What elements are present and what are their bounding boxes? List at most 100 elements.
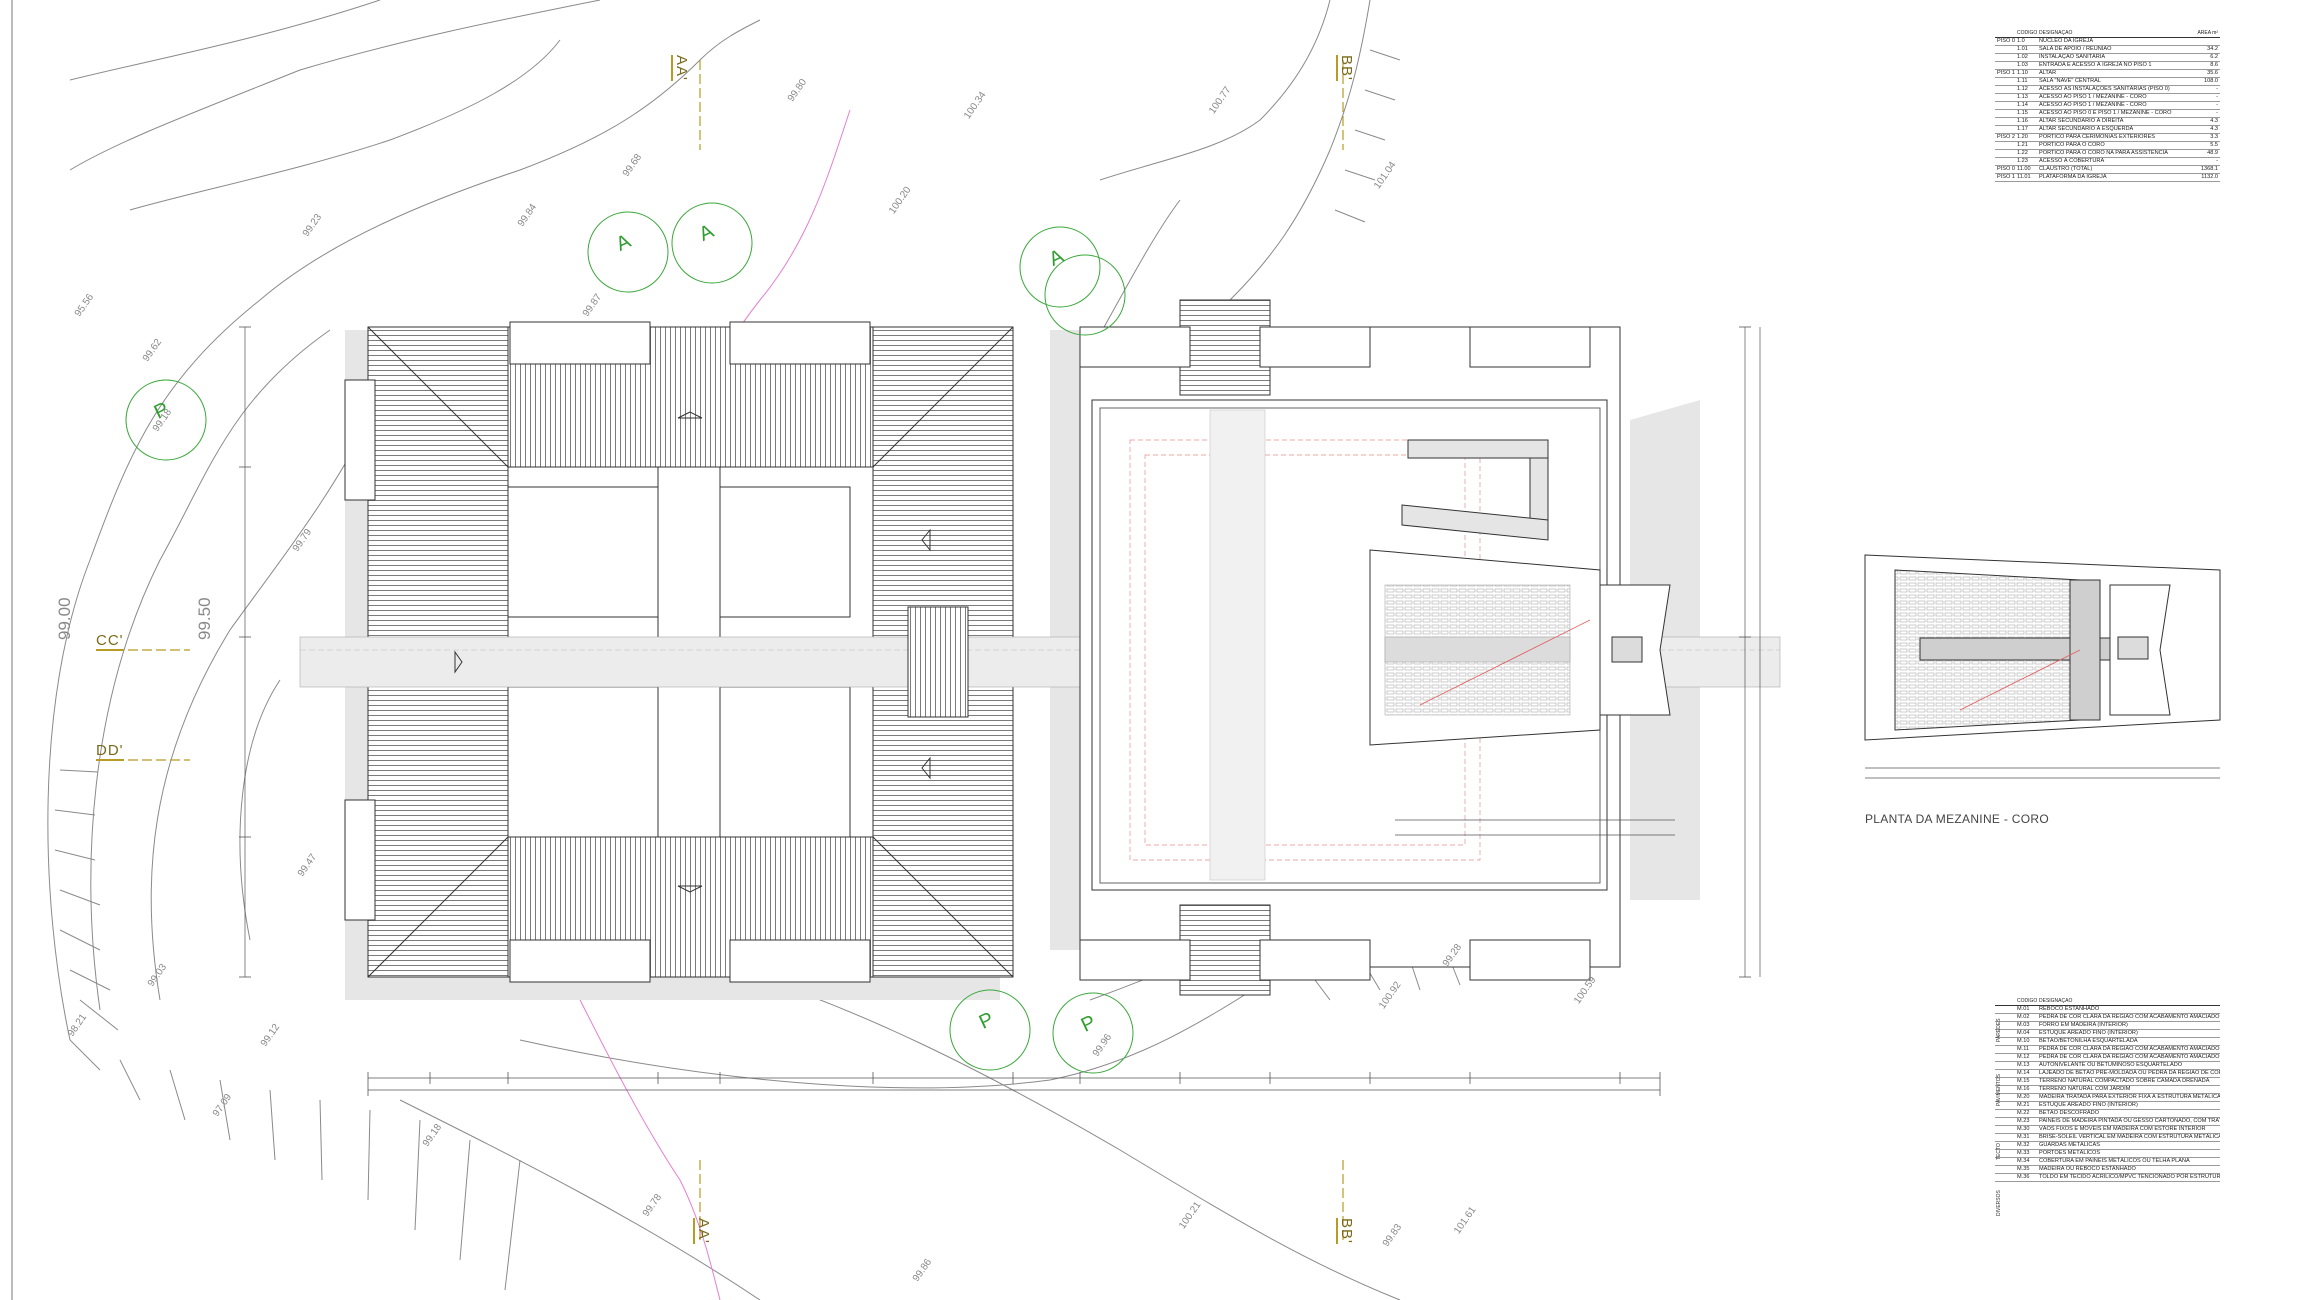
area-designation-cell: ACESSO AO PISO 0 E PISO 1 / MEZANINE - C… <box>2037 109 2194 118</box>
material-code-cell: M.11 <box>2015 1045 2037 1054</box>
area-value-cell: - <box>2194 109 2220 118</box>
area-value-cell: 3.3 <box>2194 133 2220 142</box>
area-code-cell: 1.23 <box>2015 157 2037 166</box>
area-group-cell <box>1995 101 2015 110</box>
material-designation-cell: TOLDO EM TECIDO ACRÍLICO/MPVC TENCIONADO… <box>2037 1173 2220 1182</box>
material-code-cell: M.30 <box>2015 1125 2037 1134</box>
material-designation-cell: ESTUQUE AREADO FINO (INTERIOR) <box>2037 1029 2220 1038</box>
area-group-cell: PISO 2 <box>1995 133 2015 142</box>
material-designation-cell: BETÃO/BETONILHA ESQUARTELADA <box>2037 1037 2220 1046</box>
header-code: CÓDIGO <box>2015 30 2037 38</box>
material-designation-cell: TERRENO NATURAL COMPACTADO SOBRE CAMADA … <box>2037 1077 2220 1086</box>
area-value-cell: 1132.0 <box>2194 173 2220 182</box>
area-designation-cell: PLATAFORMA DA IGREJA <box>2037 173 2194 182</box>
material-code-cell: M.14 <box>2015 1069 2037 1078</box>
area-value-cell: 48.9 <box>2194 149 2220 158</box>
material-group-cell <box>1995 1037 2015 1046</box>
area-designation-cell: SALA "NAVE" CENTRAL <box>2037 77 2194 86</box>
material-code-cell: M.01 <box>2015 1005 2037 1014</box>
area-designation-cell: PÓRTICO PARA O CORO <box>2037 141 2194 150</box>
material-designation-cell: GUARDAS METÁLICAS <box>2037 1141 2220 1150</box>
area-value-cell: 35.6 <box>2194 69 2220 78</box>
material-group-cell <box>1995 1029 2015 1038</box>
area-group-cell <box>1995 149 2015 158</box>
material-group-cell <box>1995 1053 2015 1062</box>
cloister-building <box>299 321 1781 983</box>
material-group-cell <box>1995 1005 2015 1014</box>
material-group-cell <box>1995 1149 2015 1158</box>
material-group-cell <box>1995 1109 2015 1118</box>
material-group-cell <box>1995 1045 2015 1054</box>
section-label-aa-top: AA' <box>673 55 690 81</box>
material-group-cell <box>1995 1021 2015 1030</box>
header-code: CÓDIGO <box>2015 998 2037 1006</box>
material-code-cell: M.02 <box>2015 1013 2037 1022</box>
area-designation-cell: ACESSO AO PISO 1 / MEZANINE - CORO <box>2037 93 2194 102</box>
area-designation-cell: INSTALAÇÃO SANITÁRIA <box>2037 53 2194 62</box>
contour-label-99-00: 99.00 <box>55 597 74 640</box>
area-designation-cell: PÓRTICO PARA O CORO NA PARA ASSISTÊNCIA <box>2037 149 2194 158</box>
area-designation-cell: ALTAR SECUNDÁRIO À ESQUERDA <box>2037 125 2194 134</box>
material-designation-cell: REBOCO ESTANHADO <box>2037 1005 2220 1014</box>
material-group-label: PAREDES <box>1996 1018 2002 1042</box>
material-designation-cell: MADEIRA OU REBOCO ESTANHADO <box>2037 1165 2220 1174</box>
material-group-cell <box>1995 1157 2015 1166</box>
section-label-aa-bottom: AA' <box>695 1218 712 1244</box>
material-code-cell: M.15 <box>2015 1077 2037 1086</box>
area-designation-cell: SALA DE APOIO / REUNIÃO <box>2037 45 2194 54</box>
material-code-cell: M.36 <box>2015 1173 2037 1182</box>
area-code-cell: 1.15 <box>2015 109 2037 118</box>
material-group-label: PAVIMENTOS <box>1996 1074 2002 1106</box>
area-group-cell <box>1995 45 2015 54</box>
contour-label-99-50: 99.50 <box>195 597 214 640</box>
area-group-cell <box>1995 53 2015 62</box>
area-code-cell: 1.17 <box>2015 125 2037 134</box>
area-group-cell <box>1995 157 2015 166</box>
material-designation-cell: PEDRA DE COR CLARA DA REGIÃO COM ACABAME… <box>2037 1045 2220 1054</box>
area-value-cell: 4.3 <box>2194 125 2220 134</box>
area-value-cell <box>2194 37 2220 46</box>
slope-hatching <box>54 49 1461 1291</box>
area-code-cell: 1.12 <box>2015 85 2037 94</box>
material-designation-cell: BETÃO DESCOFRADO <box>2037 1109 2220 1118</box>
mezzanine-title: PLANTA DA MEZANINE - CORO <box>1865 812 2049 826</box>
material-group-cell <box>1995 1077 2015 1086</box>
material-designation-cell: PORTÕES METÁLICOS <box>2037 1149 2220 1158</box>
area-value-cell: 1368.1 <box>2194 165 2220 174</box>
material-code-cell: M.34 <box>2015 1157 2037 1166</box>
area-code-cell: 1.03 <box>2015 61 2037 70</box>
area-designation-cell: ALTAR <box>2037 69 2194 78</box>
area-group-cell <box>1995 141 2015 150</box>
area-code-cell: 1.01 <box>2015 45 2037 54</box>
area-value-cell: 6.2 <box>2194 53 2220 62</box>
section-label-dd: DD' <box>96 742 124 761</box>
area-value-cell: 108.0 <box>2194 77 2220 86</box>
material-designation-cell: ESTUQUE AREADO FINO (INTERIOR) <box>2037 1101 2220 1110</box>
material-designation-cell: PEDRA DE COR CLARA DA REGIÃO COM ACABAME… <box>2037 1053 2220 1062</box>
material-group-label: DIVERSOS <box>1996 1190 2002 1216</box>
